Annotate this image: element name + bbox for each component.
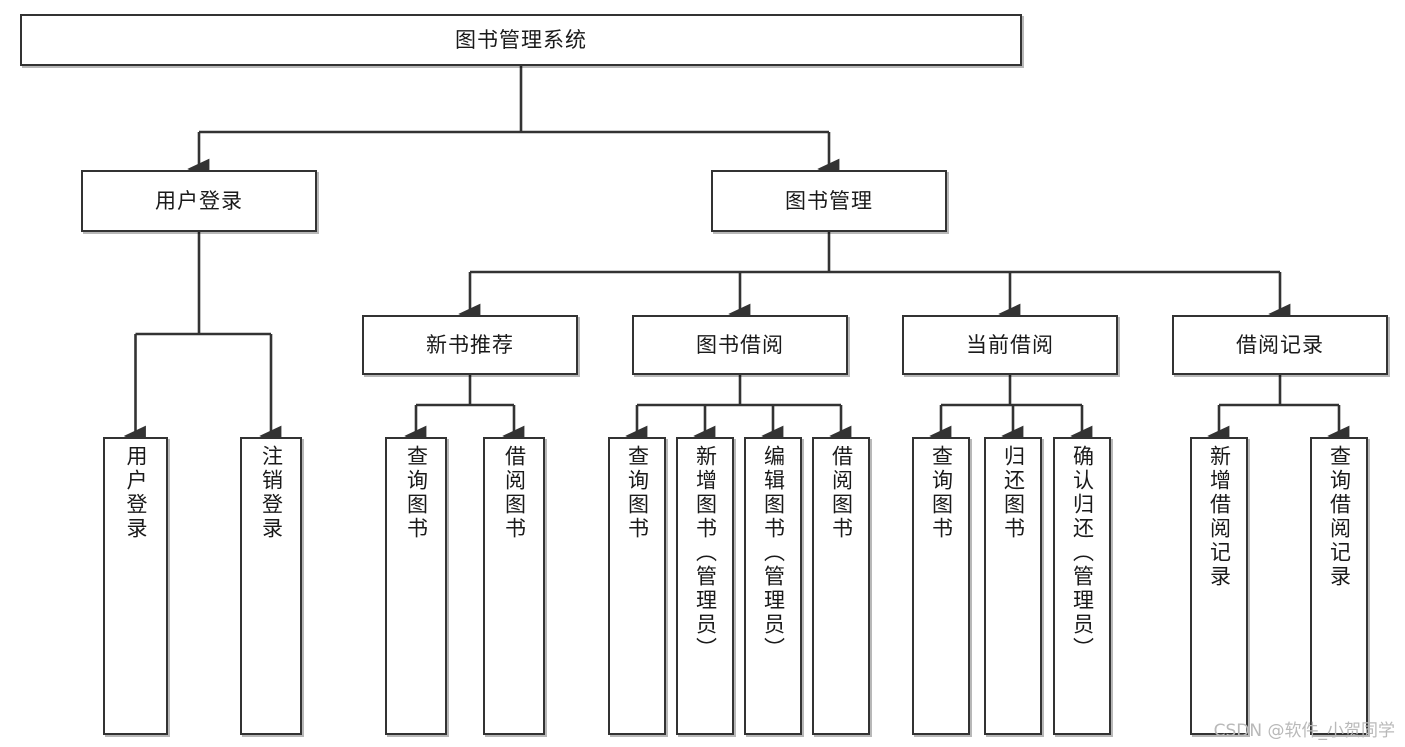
node-label: 图书管理系统 (455, 27, 587, 52)
node-label: 查询图书 (404, 445, 429, 541)
node-label: 用户登录 (124, 445, 148, 541)
node-user_login[interactable]: 用户登录 (81, 170, 317, 232)
node-label: 查询图书 (625, 445, 650, 541)
node-label: 当前借阅 (966, 332, 1054, 357)
node-book_manage[interactable]: 图书管理 (711, 170, 947, 232)
node-label: 图书借阅 (696, 332, 784, 357)
node-leaf-leaf_cb_confirm[interactable]: 确认归还（管理员） (1053, 437, 1111, 735)
node-label: 归还图书 (1001, 445, 1026, 541)
node-leaf-leaf_bb_borrow[interactable]: 借阅图书 (812, 437, 870, 735)
node-label: 借阅图书 (502, 445, 527, 541)
node-current_borrow[interactable]: 当前借阅 (902, 315, 1118, 375)
node-leaf-leaf_rec_query[interactable]: 查询图书 (385, 437, 447, 735)
node-leaf-leaf_user_logout[interactable]: 注销登录 (240, 437, 302, 735)
node-label: 用户登录 (155, 188, 243, 213)
node-label: 新增借阅记录 (1207, 445, 1232, 589)
node-book_borrow[interactable]: 图书借阅 (632, 315, 848, 375)
node-label: 新书推荐 (426, 332, 514, 357)
node-label: 注销登录 (259, 445, 284, 541)
node-leaf-leaf_bb_query[interactable]: 查询图书 (608, 437, 666, 735)
node-leaf-leaf_cb_query[interactable]: 查询图书 (912, 437, 970, 735)
node-leaf-leaf_bb_edit[interactable]: 编辑图书（管理员） (744, 437, 802, 735)
node-label: 查询借阅记录 (1327, 445, 1352, 589)
node-label: 借阅记录 (1236, 332, 1324, 357)
node-leaf-leaf_user_login[interactable]: 用户登录 (103, 437, 168, 735)
node-leaf-leaf_rec_borrow[interactable]: 借阅图书 (483, 437, 545, 735)
node-leaf-leaf_bb_add[interactable]: 新增图书（管理员） (676, 437, 734, 735)
watermark-label: CSDN @软件_小贺同学 (1213, 721, 1395, 741)
node-borrow_record[interactable]: 借阅记录 (1172, 315, 1388, 375)
connector-lines (123, 66, 1350, 447)
node-label: 查询图书 (929, 445, 954, 541)
node-root-system[interactable]: 图书管理系统 (20, 14, 1022, 66)
node-new_book_rec[interactable]: 新书推荐 (362, 315, 578, 375)
node-label: 编辑图书（管理员） (761, 445, 786, 661)
node-label: 借阅图书 (829, 445, 854, 541)
node-label: 确认归还（管理员） (1070, 445, 1095, 661)
node-leaf-leaf_br_query[interactable]: 查询借阅记录 (1310, 437, 1368, 735)
node-label: 图书管理 (785, 188, 873, 213)
node-leaf-leaf_cb_return[interactable]: 归还图书 (984, 437, 1042, 735)
node-leaf-leaf_br_add[interactable]: 新增借阅记录 (1190, 437, 1248, 735)
node-label: 新增图书（管理员） (693, 445, 718, 661)
